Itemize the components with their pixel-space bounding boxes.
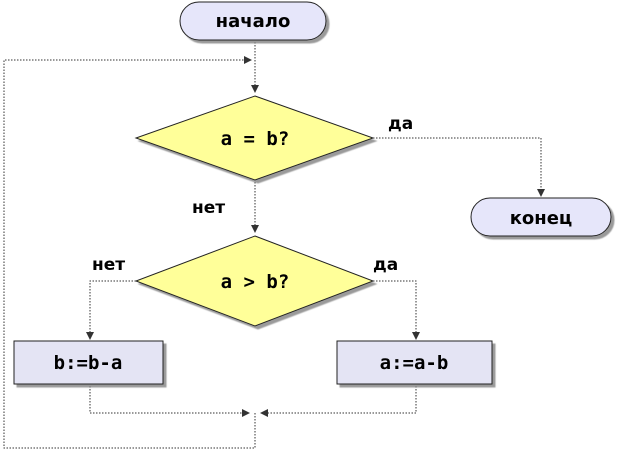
process-right: a:=a-b: [336, 340, 493, 385]
decision-equal-label: a = b?: [221, 128, 290, 150]
edge-left-merge: [89, 386, 250, 417]
edge-right-merge: [260, 386, 417, 417]
process-left-label: b:=b-a: [54, 352, 123, 374]
edge-equal-yes: [373, 137, 545, 197]
label-yes-top: да: [388, 114, 413, 134]
decision-equal: a = b?: [134, 95, 375, 181]
process-right-label: a:=a-b: [380, 352, 449, 374]
start-label: начало: [216, 11, 291, 32]
edge-greater-no: [86, 280, 136, 340]
edge-greater-yes: [373, 280, 420, 340]
start-node: начало: [179, 1, 327, 41]
end-node: конец: [470, 197, 612, 237]
decision-greater-label: a > b?: [221, 271, 290, 293]
label-no-left: нет: [92, 255, 125, 275]
edge-loop-back: [3, 56, 256, 449]
end-label: конец: [510, 208, 573, 229]
decision-greater: a > b?: [134, 235, 375, 327]
label-yes-right: да: [373, 255, 398, 275]
label-no-top: нет: [192, 198, 225, 218]
process-left: b:=b-a: [13, 340, 164, 385]
